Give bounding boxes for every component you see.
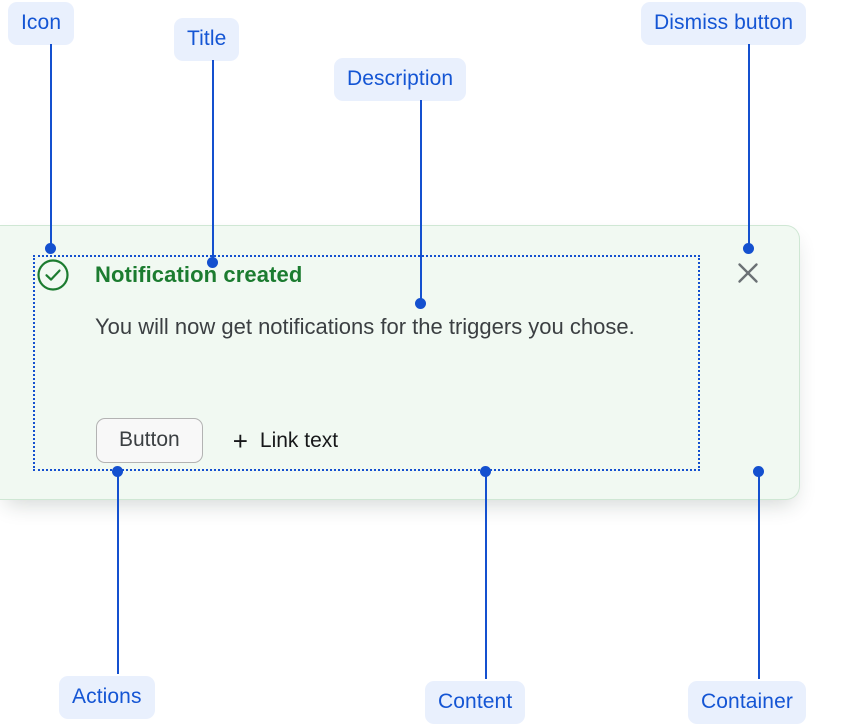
leader-dot-description [415,298,426,309]
leader-dot-actions [112,466,123,477]
notification-actions: Button + Link text [96,418,338,463]
dismiss-button[interactable] [733,258,763,288]
leader-line-actions [117,470,119,674]
leader-line-icon [50,44,52,248]
plus-icon: + [232,425,248,456]
leader-line-dismiss-button [748,44,750,248]
leader-line-title [212,60,214,262]
annotation-chip-actions: Actions [59,676,155,719]
check-circle-icon [36,258,70,292]
leader-line-content [485,475,487,679]
annotation-chip-icon: Icon [8,2,75,45]
annotation-chip-title: Title [174,18,240,61]
notification-title: Notification created [95,262,303,287]
annotation-chip-dismiss-button: Dismiss button [641,2,807,45]
leader-dot-container [753,466,764,477]
leader-dot-title [207,257,218,268]
leader-dot-dismiss-button [743,243,754,254]
annotation-chip-content: Content [425,681,526,724]
leader-dot-icon [45,243,56,254]
leader-line-description [420,100,422,303]
link-action-label: Link text [259,429,339,452]
leader-line-container [758,475,760,679]
annotation-chip-description: Description [334,58,467,101]
leader-dot-content [480,466,491,477]
annotation-chip-container: Container [688,681,806,724]
add-link-action[interactable]: + Link text [233,428,338,454]
notification-description: You will now get notifications for the t… [95,314,635,339]
secondary-button[interactable]: Button [96,418,203,463]
close-icon [738,263,758,283]
